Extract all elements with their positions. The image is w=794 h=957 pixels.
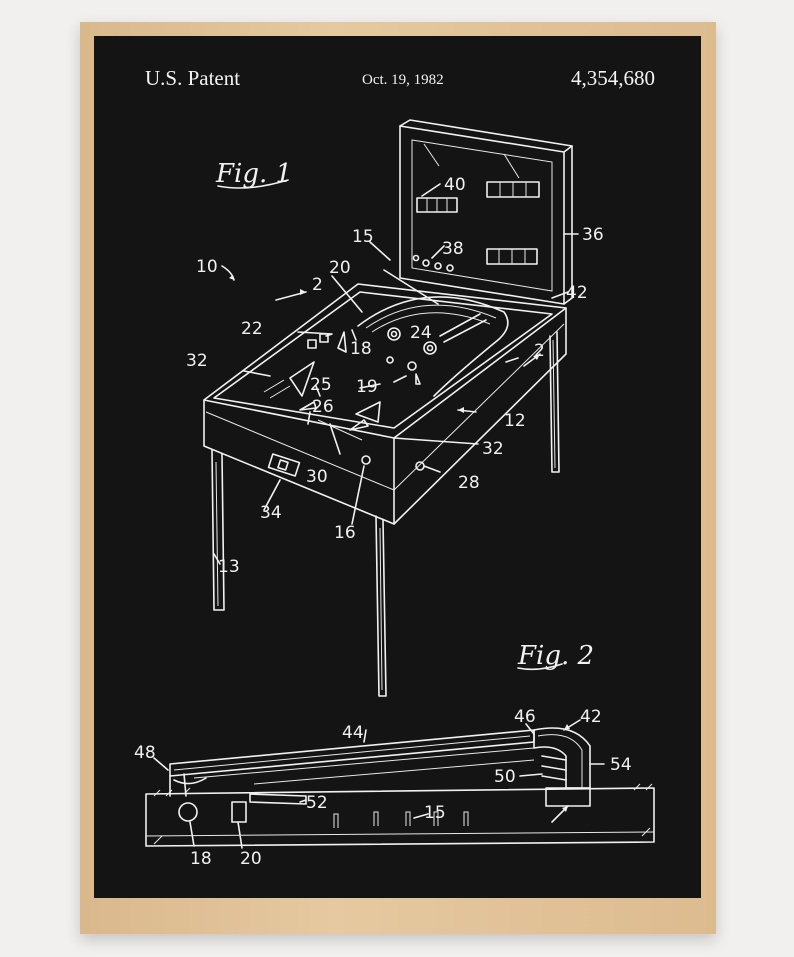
label-2-left: 2 (312, 275, 323, 295)
label-40: 40 (444, 175, 466, 195)
flipper-left (299, 401, 317, 411)
label-19: 19 (356, 377, 378, 397)
label-22: 22 (241, 319, 263, 339)
label-32-bottom: 32 (482, 439, 504, 459)
leg-front-left (211, 449, 225, 611)
label-15: 15 (352, 227, 374, 247)
fig2-label-48: 48 (134, 743, 156, 763)
label-18: 18 (350, 339, 372, 359)
patent-label: U.S. Patent (145, 66, 241, 90)
fig2-label-15: 15 (424, 803, 446, 823)
label-2-right: 2 (534, 341, 545, 361)
playfield (263, 296, 509, 441)
label-42: 42 (566, 283, 588, 303)
label-38: 38 (442, 239, 464, 259)
pinball-patent-drawing: Fig. 1 (134, 119, 655, 869)
label-25: 25 (310, 375, 332, 395)
bumper-right (423, 341, 437, 355)
slingshot-left (289, 361, 315, 397)
label-13: 13 (218, 557, 240, 577)
leg-front-right (375, 515, 387, 697)
backbox (399, 119, 573, 305)
fig2-label-20: 20 (240, 849, 262, 869)
label-10: 10 (196, 257, 218, 277)
label-26: 26 (312, 397, 334, 417)
fig2-label-50: 50 (494, 767, 516, 787)
label-24: 24 (410, 323, 432, 343)
label-30: 30 (306, 467, 328, 487)
ball (178, 802, 198, 822)
fig2-label-54: 54 (610, 755, 632, 775)
fig2-cross-section (145, 727, 655, 847)
leg-back-right (549, 331, 560, 473)
label-16: 16 (334, 523, 356, 543)
fig2-label-18: 18 (190, 849, 212, 869)
fig1-underline (217, 179, 289, 189)
label-32-top: 32 (186, 351, 208, 371)
label-20: 20 (329, 258, 351, 278)
patent-date: Oct. 19, 1982 (362, 72, 444, 88)
fig1-leaders (213, 183, 579, 565)
label-34: 34 (260, 503, 282, 523)
bumper-left (387, 327, 401, 341)
fig2-label-52: 52 (306, 793, 328, 813)
fig2-underline (517, 663, 563, 671)
flipper-right (349, 419, 369, 431)
patent-poster: U.S. Patent Oct. 19, 1982 4,354,680 Fig.… (94, 36, 701, 898)
coin-door (267, 453, 301, 477)
label-12: 12 (504, 411, 526, 431)
fig2-label-44: 44 (342, 723, 364, 743)
cabinet (203, 283, 567, 697)
label-36: 36 (582, 225, 604, 245)
fig1-title: Fig. 1 (215, 159, 292, 189)
patent-number: 4,354,680 (571, 66, 655, 90)
slingshot-right (355, 401, 381, 423)
label-28: 28 (458, 473, 480, 493)
fig2-label-46: 46 (514, 707, 536, 727)
fig2-leaders (153, 719, 605, 849)
fig2-label-42: 42 (580, 707, 602, 727)
